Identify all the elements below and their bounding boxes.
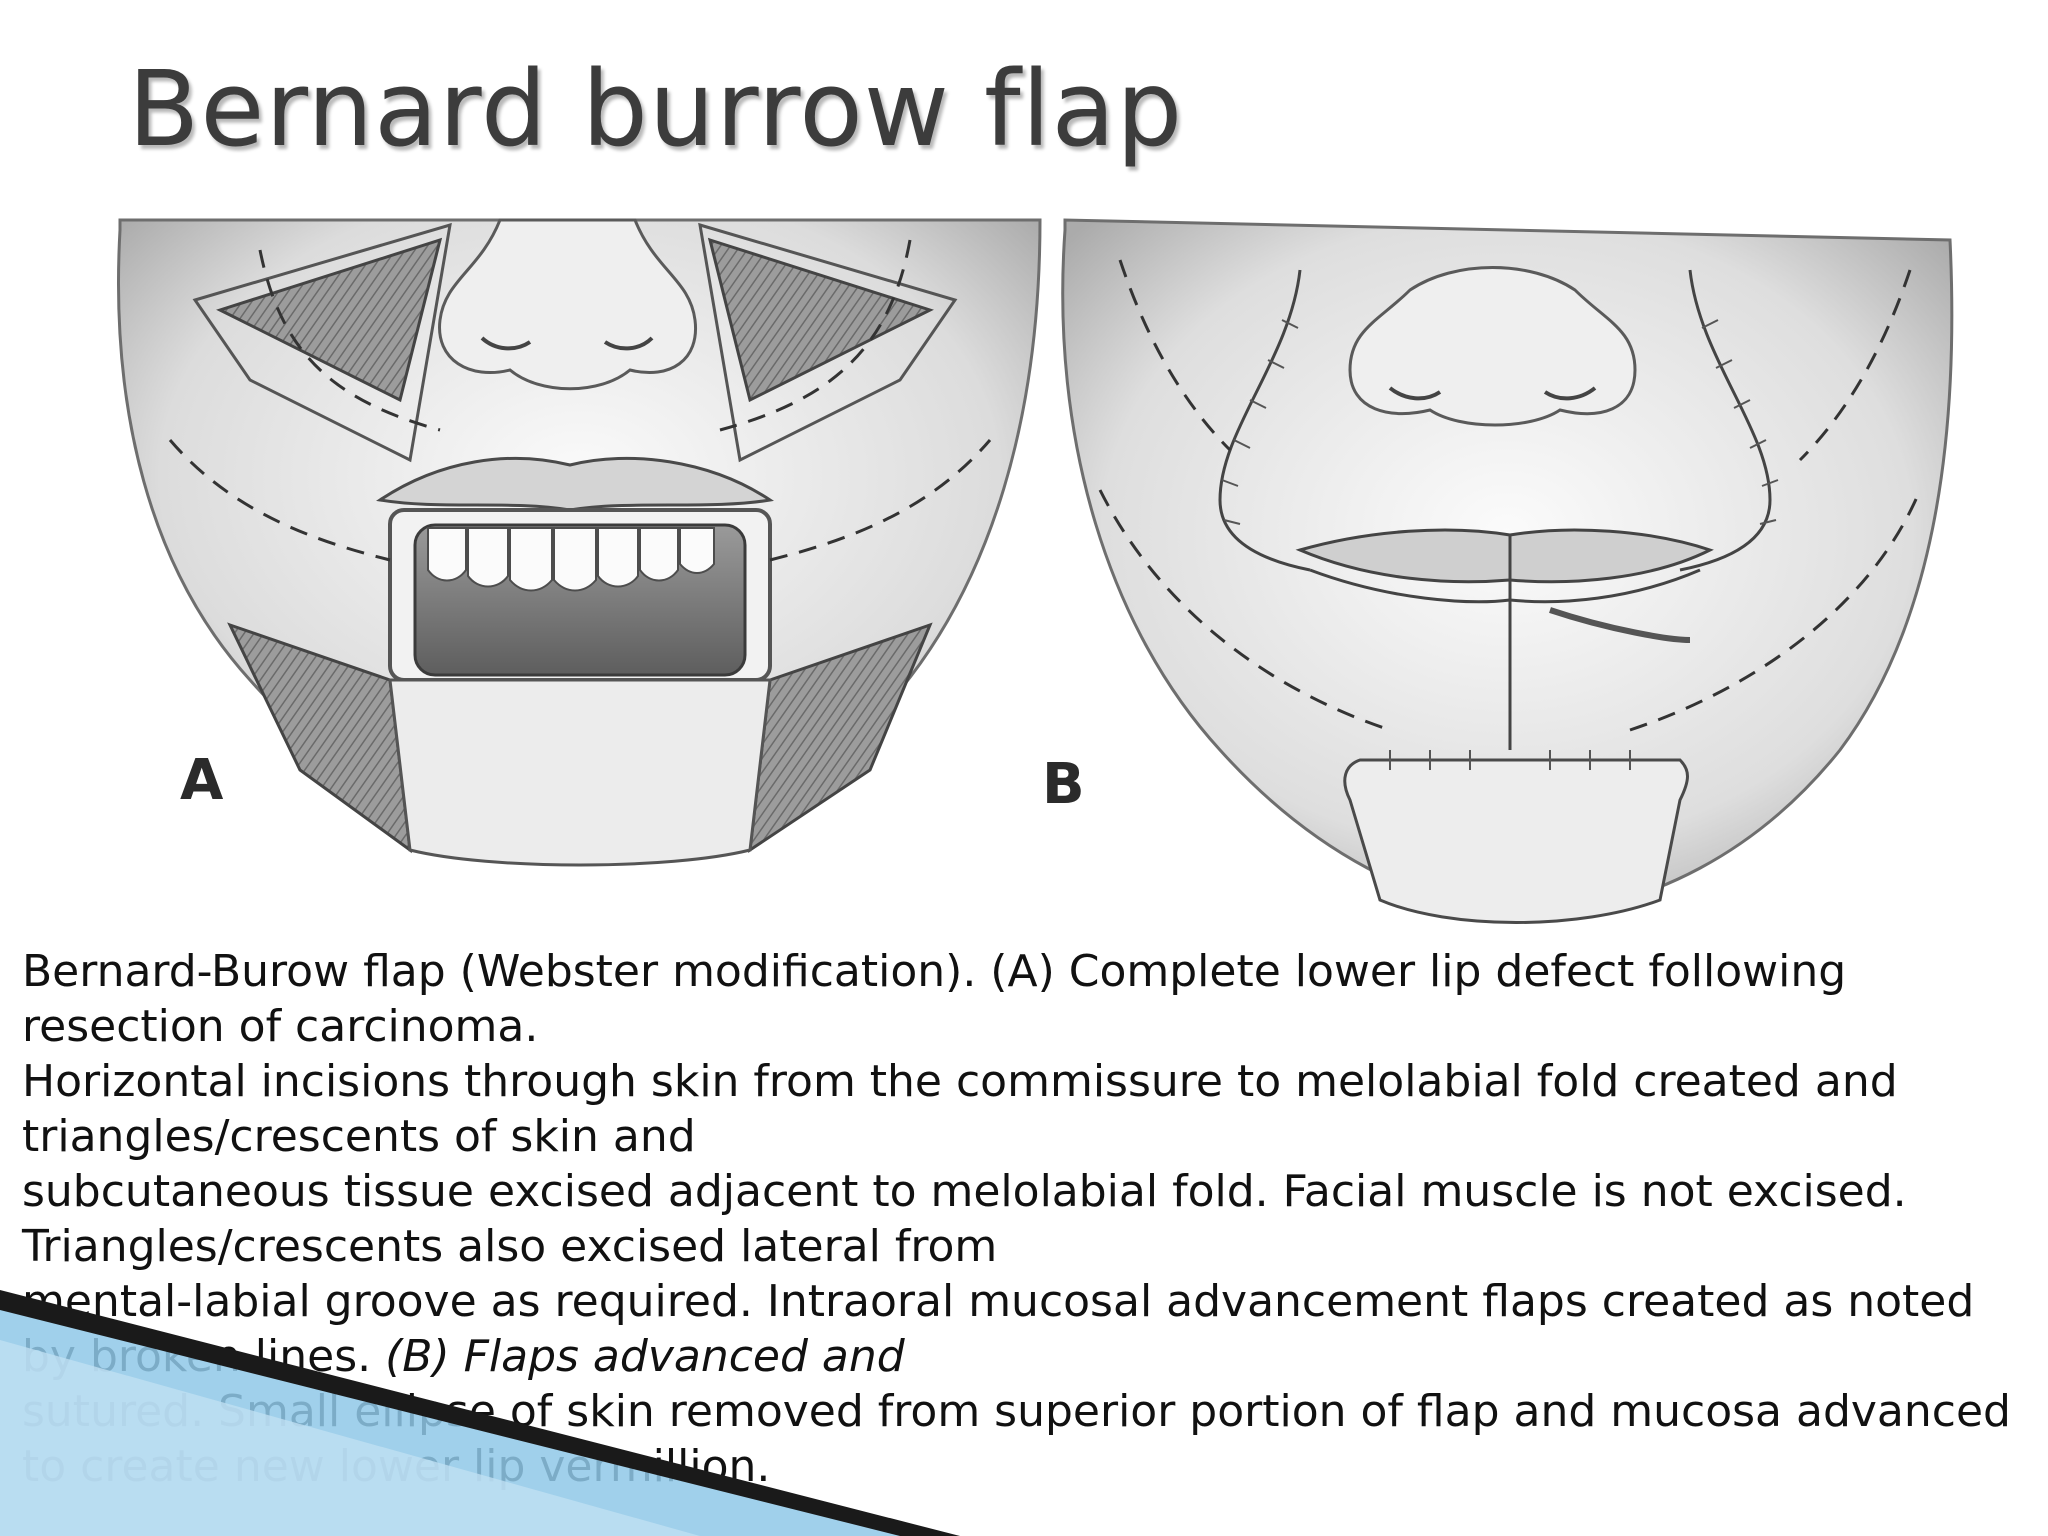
- caption-line: Horizontal incisions through skin from t…: [22, 1056, 1898, 1107]
- caption-line: triangles/crescents of skin and: [22, 1111, 696, 1162]
- illustration-figure: [110, 210, 1960, 950]
- caption-text: by broken lines.: [22, 1331, 386, 1382]
- caption-line: to create new lower lip vermillion.: [22, 1441, 771, 1492]
- panel-label-b: B: [1042, 752, 1085, 817]
- slide-title: Bernard burrow flap: [128, 48, 1184, 170]
- caption-line: resection of carcinoma.: [22, 1001, 539, 1052]
- caption-line: sutured. Small ellipse of skin removed f…: [22, 1386, 2011, 1437]
- figure-caption: Bernard-Burow flap (Webster modification…: [22, 944, 2032, 1494]
- caption-line: subcutaneous tissue excised adjacent to …: [22, 1166, 1907, 1217]
- caption-line: Triangles/crescents also excised lateral…: [22, 1221, 998, 1272]
- caption-italic-text: (B) Flaps advanced and: [385, 1331, 905, 1382]
- caption-line: Bernard-Burow flap (Webster modification…: [22, 946, 1847, 997]
- caption-line: mental-labial groove as required. Intrao…: [22, 1276, 1975, 1327]
- caption-line: by broken lines. (B) Flaps advanced and: [22, 1329, 2032, 1384]
- panel-a-drawing: [117, 218, 1042, 867]
- panel-b-drawing: [1061, 218, 1954, 924]
- panel-label-a: A: [180, 748, 224, 813]
